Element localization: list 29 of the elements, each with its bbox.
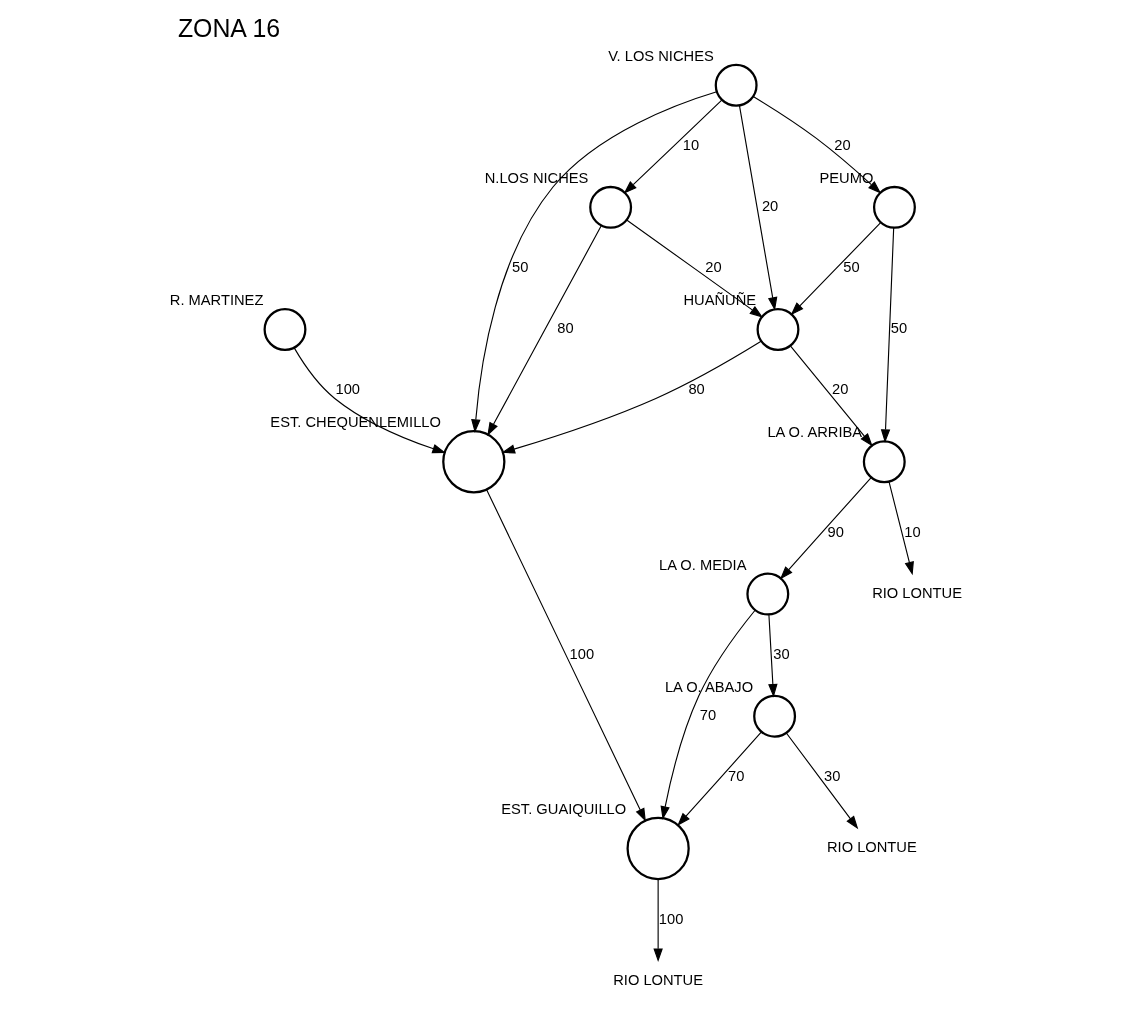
node-text: RIO LONTUE	[872, 584, 962, 601]
edge-label: 50	[512, 259, 529, 276]
edge-label: 20	[832, 381, 849, 398]
edge-label: 20	[761, 198, 779, 215]
edge-label: 30	[824, 768, 841, 785]
edge-label: 20	[705, 259, 722, 276]
edge-label: 20	[834, 137, 851, 154]
edge-label: 100	[335, 381, 360, 398]
edge-label: 70	[727, 768, 745, 785]
node-label: LA O. ABAJO	[664, 678, 754, 695]
node-text: RIO LONTUE	[826, 839, 917, 856]
node-label: EST. GUAIQUILLO	[501, 800, 627, 817]
edge-label: 30	[773, 645, 790, 662]
edge-label: 80	[688, 381, 705, 398]
node-label: LA O. MEDIA	[659, 556, 747, 573]
edge-label: 100	[658, 910, 684, 927]
diagram-title: ZONA 16	[177, 14, 281, 43]
edge-label: 10	[682, 137, 700, 154]
node-label: LA O. ARRIBA	[767, 424, 863, 441]
edge-label: 50	[890, 320, 908, 337]
node-text: RIO LONTUE	[613, 971, 704, 988]
edge-label: 70	[699, 707, 717, 724]
edge-label: 50	[843, 259, 860, 276]
node-label: R. MARTINEZ	[169, 292, 264, 309]
edge-label: 80	[557, 320, 574, 337]
edge-label: 10	[904, 523, 921, 540]
node-label: V. LOS NICHES	[608, 47, 714, 64]
edge-label: 100	[569, 645, 595, 662]
edge-label: 90	[827, 523, 844, 540]
